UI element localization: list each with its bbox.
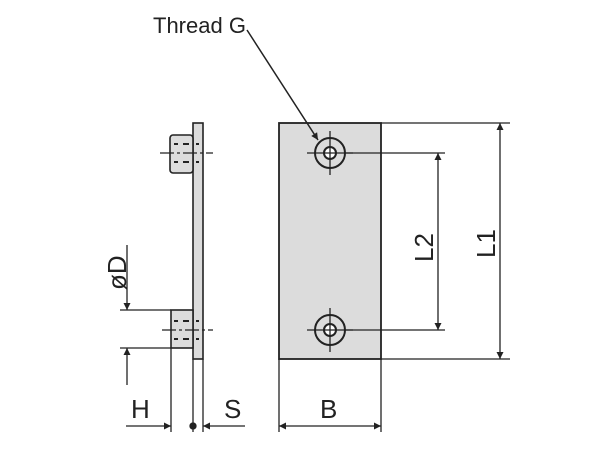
diameter-label: øD (102, 255, 132, 290)
thread-leader (246, 29, 319, 141)
side-plate (192, 122, 204, 360)
s-label: S (224, 394, 241, 424)
h-label: H (131, 394, 150, 424)
thread-label: Thread G (153, 13, 246, 38)
l2-label: L2 (409, 233, 439, 262)
hole-top (307, 131, 353, 175)
boss-bottom (170, 309, 194, 349)
boss-top (169, 134, 194, 174)
l1-label: L1 (471, 229, 501, 258)
b-label: B (320, 394, 337, 424)
